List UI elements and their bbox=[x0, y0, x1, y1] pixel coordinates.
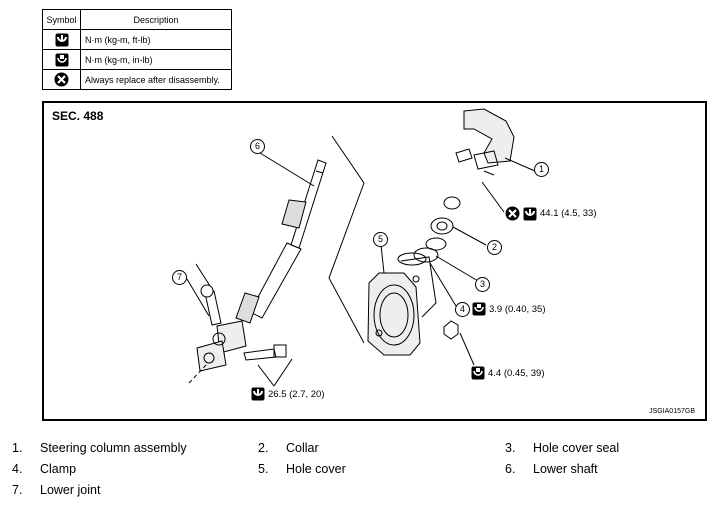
legend-number: 4. bbox=[12, 462, 23, 476]
legend-label: Lower joint bbox=[40, 483, 101, 497]
symbol-table: Symbol Description N·m (kg-m, ft-lb) N·m… bbox=[42, 9, 232, 90]
torque-wrench-icon bbox=[523, 207, 537, 220]
legend-label: Lower shaft bbox=[533, 462, 598, 476]
symbol-description: Always replace after disassembly. bbox=[80, 69, 232, 90]
legend-number: 1. bbox=[12, 441, 23, 455]
section-title: SEC. 488 bbox=[52, 109, 104, 123]
steering-column-diagram bbox=[186, 108, 536, 387]
symbol-description: N·m (kg-m, ft-lb) bbox=[80, 29, 232, 50]
callout-5: 5 bbox=[373, 232, 388, 247]
callout-7: 7 bbox=[172, 270, 187, 285]
legend-label: Steering column assembly bbox=[40, 441, 187, 455]
description-header: Description bbox=[80, 9, 232, 30]
torque-spec-4: 26.5 (2.7, 20) bbox=[251, 387, 325, 401]
callout-4: 4 bbox=[455, 302, 470, 317]
symbol-header: Symbol bbox=[42, 9, 81, 30]
callout-3: 3 bbox=[475, 277, 490, 292]
torque-value: 26.5 (2.7, 20) bbox=[268, 388, 325, 400]
legend-number: 2. bbox=[258, 441, 269, 455]
always-replace-icon bbox=[42, 69, 81, 90]
legend-label: Collar bbox=[286, 441, 319, 455]
torque-value: 4.4 (0.45, 39) bbox=[488, 367, 545, 379]
legend-label: Clamp bbox=[40, 462, 77, 476]
figure-code: JSGIA0157GB bbox=[649, 408, 695, 415]
symbol-description: N·m (kg-m, in-lb) bbox=[80, 49, 232, 70]
torque-wrench-icon bbox=[42, 29, 81, 50]
legend-number: 5. bbox=[258, 462, 269, 476]
always-replace-icon bbox=[505, 206, 520, 221]
callout-2: 2 bbox=[487, 240, 502, 255]
torque-wrench-small-icon bbox=[472, 302, 486, 316]
legend-label: Hole cover bbox=[286, 462, 346, 476]
torque-value: 44.1 (4.5, 33) bbox=[540, 208, 597, 219]
torque-wrench-small-icon bbox=[471, 366, 485, 380]
legend-number: 7. bbox=[12, 483, 23, 497]
diagram-frame: SEC. 488 1 2 3 4 5 6 7 44.1 (4.5, 33) 3.… bbox=[42, 101, 707, 421]
torque-spec-2: 3.9 (0.40, 35) bbox=[472, 302, 546, 316]
torque-spec-3: 4.4 (0.45, 39) bbox=[471, 366, 545, 380]
legend-label: Hole cover seal bbox=[533, 441, 620, 455]
legend-number: 3. bbox=[505, 441, 516, 455]
torque-value: 3.9 (0.40, 35) bbox=[489, 303, 546, 315]
torque-spec-1: 44.1 (4.5, 33) bbox=[505, 206, 597, 221]
legend-number: 6. bbox=[505, 462, 516, 476]
callout-1: 1 bbox=[534, 162, 549, 177]
torque-wrench-small-icon bbox=[42, 49, 81, 70]
torque-wrench-icon bbox=[251, 387, 265, 401]
callout-6: 6 bbox=[250, 139, 265, 154]
